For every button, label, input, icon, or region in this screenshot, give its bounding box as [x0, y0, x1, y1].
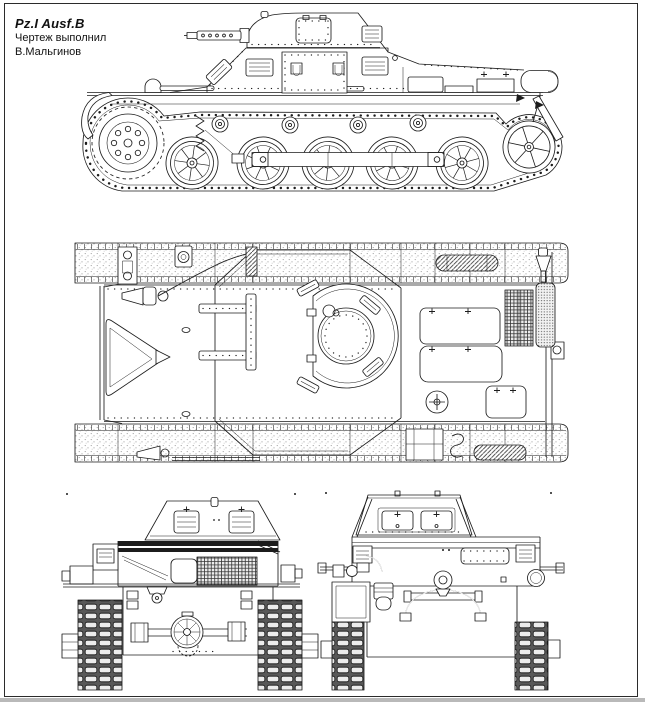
credit-line-2: В.Мальгинов: [15, 46, 82, 58]
mg-barrel: [184, 28, 250, 43]
rear-tracks: [320, 621, 561, 691]
drawing-title: Pz.I Ausf.B: [15, 16, 85, 31]
turret-hatch-opening: [317, 307, 375, 365]
page-border-frame: [4, 3, 638, 697]
front-tracks: [61, 599, 319, 691]
front-drive-shaft: [130, 611, 247, 657]
side-running-gear: [91, 106, 561, 199]
top-track-bands: [74, 242, 569, 463]
scan-bottom-edge: [0, 698, 645, 702]
rear-mudflap: [532, 95, 564, 142]
suspension-beam: [251, 152, 445, 167]
fender-cylinder: [473, 444, 527, 461]
top-hull: [99, 245, 565, 457]
engine-hatch-2: [419, 345, 503, 383]
rear-hull: [331, 555, 545, 658]
top-turret: [296, 279, 399, 394]
flex-hose: [157, 246, 258, 297]
rear-view-drawing: [317, 490, 565, 691]
fender-muffler: [435, 254, 499, 272]
fender-jack: [117, 246, 138, 285]
front-view-drawing: [61, 493, 319, 691]
side-view-drawing: [81, 11, 564, 199]
credit-line-1: Чертеж выполнил: [15, 32, 107, 44]
side-hull: [81, 47, 564, 142]
front-hull: [63, 583, 300, 657]
muffler: [520, 70, 559, 93]
intake-box: [535, 282, 556, 348]
rear-lamp: [527, 569, 545, 587]
front-grille: [196, 556, 258, 586]
engine-hatch-1: [419, 307, 501, 345]
headlight: [144, 78, 162, 93]
top-view-drawing: [74, 242, 569, 463]
top-headlight: [174, 245, 193, 268]
drawing-art: [61, 11, 569, 691]
side-turret: [184, 11, 389, 53]
horn: [121, 286, 169, 306]
periscope: [260, 11, 269, 18]
turret-hatch: [295, 17, 332, 44]
front-access-hatch: [105, 319, 171, 396]
front-superstructure: [61, 540, 303, 587]
title-block: Pz.I Ausf.B Чертеж выполнил В.Мальгинов: [15, 16, 106, 59]
funnel: [535, 247, 552, 283]
rear-exhaust: [331, 555, 394, 623]
hull-vision-port-left: [245, 58, 274, 77]
front-fender-flap: [81, 92, 113, 140]
glacis-vision-port: [205, 59, 233, 85]
tow-s-hook: [450, 433, 464, 458]
suspension-spring: [195, 115, 205, 152]
top-engine-deck: [136, 247, 556, 461]
tow-cable: [399, 570, 487, 622]
front-turret: [144, 497, 281, 541]
rear-turret: [351, 490, 477, 538]
rear-jack: [405, 428, 444, 461]
engine-hatch-3: [485, 385, 527, 419]
